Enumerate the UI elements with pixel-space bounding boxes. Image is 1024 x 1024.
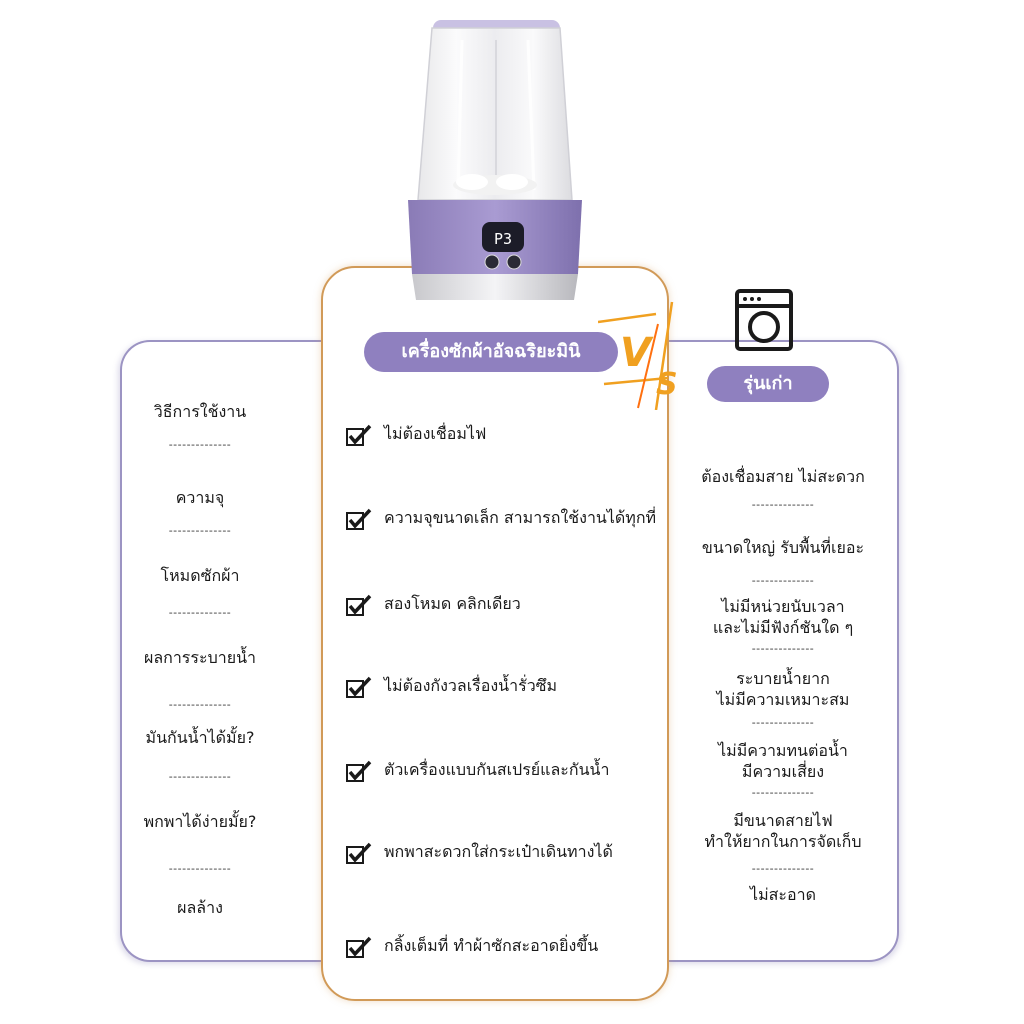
old-model-item-line1: มีขนาดสายไฟ (733, 811, 833, 830)
old-model-item-line1: ไม่มีความทนต่อน้ำ (718, 741, 848, 760)
svg-text:S: S (656, 367, 678, 402)
feature-item: สองโหมด คลิกเดียว (346, 592, 521, 617)
feature-text: พกพาสะดวกใส่กระเป๋าเดินทางได้ (384, 842, 613, 861)
right-divider: -------------- (751, 498, 815, 511)
criteria-label-portable: พกพาได้ง่ายมั้ย? (143, 812, 257, 831)
check-icon (346, 760, 372, 782)
feature-text: สองโหมด คลิกเดียว (384, 594, 521, 613)
right-divider: -------------- (751, 642, 815, 655)
criteria-label-usage: วิธีการใช้งาน (153, 402, 247, 421)
left-divider: -------------- (168, 862, 232, 875)
feature-text: ความจุขนาดเล็ก สามารถใช้งานได้ทุกที่ (384, 508, 657, 527)
left-divider: -------------- (168, 606, 232, 619)
feature-item: ไม่ต้องกังวลเรื่องน้ำรั่วซึม (346, 674, 557, 699)
device-display-text: P3 (494, 230, 512, 248)
left-divider: -------------- (168, 698, 232, 711)
check-icon (346, 842, 372, 864)
check-icon (346, 936, 372, 958)
old-model-item: ต้องเชื่อมสาย ไม่สะดวก (683, 466, 883, 487)
feature-item: พกพาสะดวกใส่กระเป๋าเดินทางได้ (346, 840, 613, 865)
old-model-item: ไม่มีหน่วยนับเวลา และไม่มีฟังก์ชันใด ๆ (683, 596, 883, 638)
right-divider: -------------- (751, 574, 815, 587)
mini-washer-panel (321, 266, 669, 1001)
old-model-item: ไม่สะอาด (683, 884, 883, 905)
left-divider: -------------- (168, 770, 232, 783)
feature-text: ตัวเครื่องแบบกันสเปรย์และกันน้ำ (384, 760, 610, 779)
feature-text: กลิ้งเต็มที่ ทำผ้าซักสะอาดยิ่งขึ้น (384, 936, 599, 955)
feature-item: กลิ้งเต็มที่ ทำผ้าซักสะอาดยิ่งขึ้น (346, 934, 598, 959)
old-model-title: รุ่นเก่า (707, 366, 829, 402)
criteria-label-drainage: ผลการระบายน้ำ (143, 648, 257, 667)
old-model-item: ไม่มีความทนต่อน้ำ มีความเสี่ยง (683, 740, 883, 782)
old-model-item-line2: ไม่มีความเหมาะสม (716, 690, 850, 709)
feature-item: ตัวเครื่องแบบกันสเปรย์และกันน้ำ (346, 758, 609, 783)
criteria-label-capacity: ความจุ (175, 488, 225, 507)
old-model-item-line1: ระบายน้ำยาก (736, 669, 830, 688)
feature-item: ไม่ต้องเชื่อมไฟ (346, 422, 486, 447)
feature-text: ไม่ต้องเชื่อมไฟ (384, 424, 487, 443)
old-model-item: มีขนาดสายไฟ ทำให้ยากในการจัดเก็บ (683, 810, 883, 852)
old-model-item-line1: ต้องเชื่อมสาย ไม่สะดวก (701, 467, 865, 486)
feature-item: ความจุขนาดเล็ก สามารถใช้งานได้ทุกที่ (346, 506, 656, 531)
right-divider: -------------- (751, 786, 815, 799)
left-divider: -------------- (168, 524, 232, 537)
old-model-item-line2: ทำให้ยากในการจัดเก็บ (704, 832, 862, 851)
check-icon (346, 508, 372, 530)
old-model-item-line1: ไม่มีหน่วยนับเวลา (721, 597, 845, 616)
old-model-item-line1: ไม่สะอาด (750, 885, 816, 904)
washing-machine-icon (735, 289, 793, 351)
feature-text: ไม่ต้องกังวลเรื่องน้ำรั่วซึม (384, 676, 558, 695)
criteria-label-wash-result: ผลล้าง (177, 898, 223, 917)
check-icon (346, 424, 372, 446)
left-divider: -------------- (168, 438, 232, 451)
old-model-item: ขนาดใหญ่ รับพื้นที่เยอะ (683, 537, 883, 558)
right-divider: -------------- (751, 716, 815, 729)
old-model-item-line2: มีความเสี่ยง (741, 762, 825, 781)
right-divider: -------------- (751, 862, 815, 875)
old-model-criteria-panel (120, 340, 330, 962)
mini-washer-title: เครื่องซักผ้าอัจฉริยะมินิ (364, 332, 618, 372)
criteria-label-waterproof: มันกันน้ำได้มั้ย? (145, 728, 255, 747)
check-icon (346, 676, 372, 698)
vs-icon: V S (598, 301, 678, 410)
svg-text:V: V (620, 330, 654, 376)
check-icon (346, 594, 372, 616)
mini-washer-product-image: P3 (408, 20, 582, 300)
old-model-item-line2: และไม่มีฟังก์ชันใด ๆ (712, 618, 854, 637)
old-model-item: ระบายน้ำยาก ไม่มีความเหมาะสม (683, 668, 883, 710)
old-model-panel (665, 340, 899, 962)
old-model-item-line1: ขนาดใหญ่ รับพื้นที่เยอะ (701, 538, 865, 557)
criteria-label-wash-mode: โหมดซักผ้า (160, 566, 240, 585)
